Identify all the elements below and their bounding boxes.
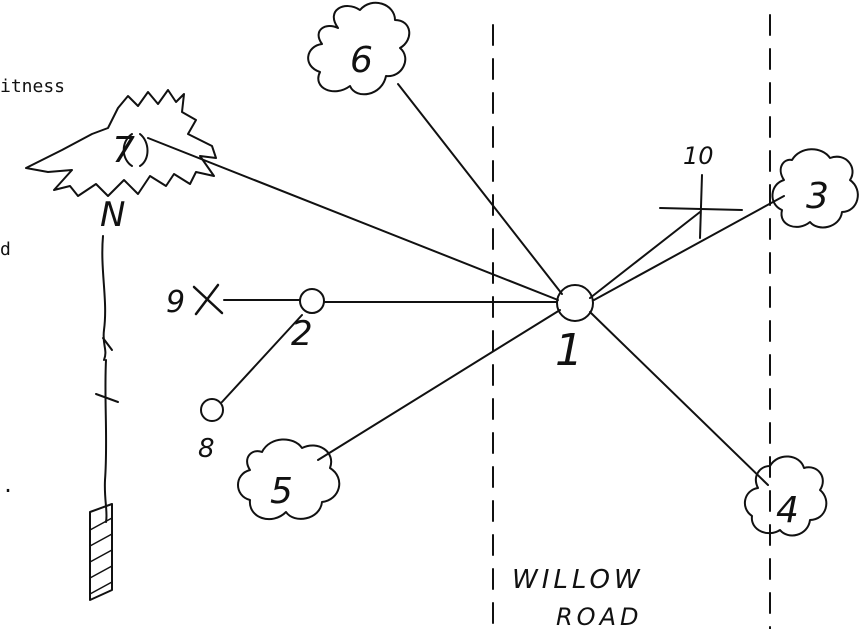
node-9-x-mark (192, 283, 224, 316)
line-2-to-8 (221, 314, 303, 403)
line-1-to-4 (589, 311, 769, 486)
measurement-lines (147, 83, 785, 486)
bush-6-outline (307, 1, 411, 96)
node-8-circle (200, 398, 224, 422)
line-1-to-6 (397, 83, 563, 295)
witness-label-fragment: itness (0, 76, 65, 97)
node-1-label: 1 (555, 325, 583, 376)
tree-7-outline (25, 89, 217, 197)
node-9-label: 9 (166, 285, 185, 320)
line-1-to-10 (589, 211, 701, 299)
line-1-to-3 (593, 195, 785, 301)
bush-4-outline (743, 455, 828, 537)
line-1-to-7 (147, 137, 559, 301)
north-arrow (89, 235, 119, 601)
left-text-fragment-dot: . (2, 473, 14, 497)
node-10-cross-mark (659, 174, 743, 239)
bush-4-label: 4 (776, 490, 799, 531)
road-name-line-1: WILLOW (512, 565, 644, 595)
bush-5-label: 5 (270, 471, 293, 512)
road-name-line-2: ROAD (556, 603, 642, 629)
bush-6-label: 6 (350, 40, 373, 81)
tree-7-trunk-marker (122, 133, 149, 167)
north-label: N (100, 195, 125, 235)
node-8-label: 8 (198, 434, 215, 464)
bush-5-outline (237, 438, 341, 521)
node-1-circle (556, 284, 594, 322)
node-2-label: 2 (291, 314, 313, 354)
node-10-label: 10 (683, 142, 714, 170)
left-text-fragment-d: d (0, 239, 11, 260)
node-2-circle (299, 288, 325, 314)
bush-3-outline (771, 148, 859, 229)
bush-3-label: 3 (806, 176, 829, 217)
line-1-to-5 (317, 309, 561, 461)
